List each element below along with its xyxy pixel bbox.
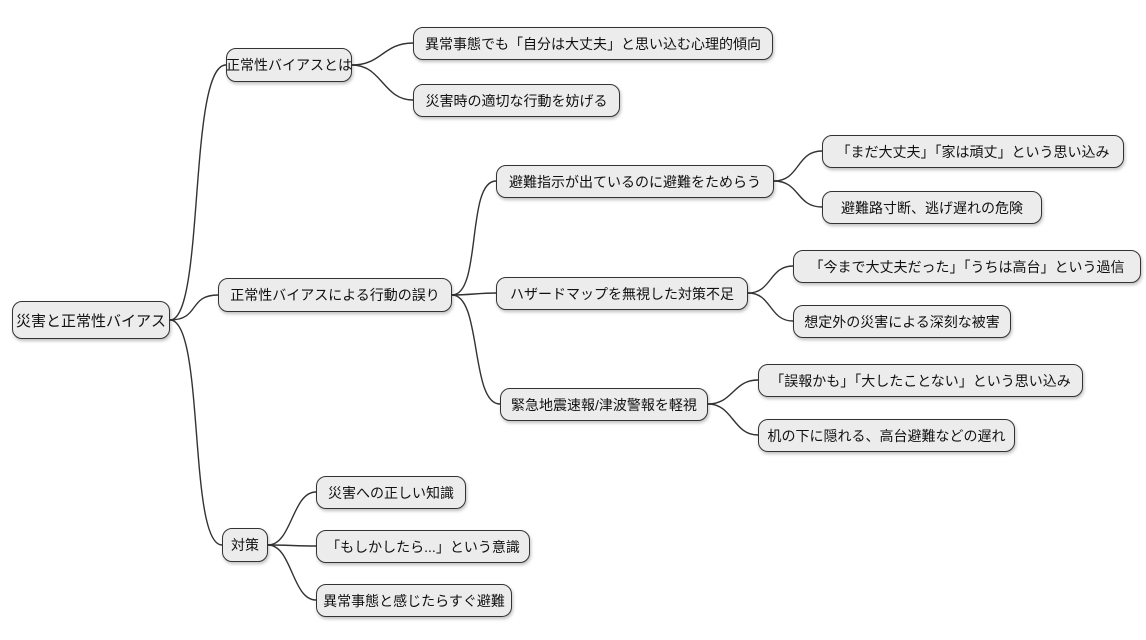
mindmap-node-hesitate-evacuation: 避難指示が出ているのに避難をためらう <box>496 165 774 198</box>
edge-hesitate-to-route-cutoff <box>773 180 823 208</box>
mindmap-node-hinders-action: 災害時の適切な行動を妨げる <box>413 84 620 117</box>
mindmap-node-false-alarm-assumption: 「誤報かも」「大したことない」という思い込み <box>758 364 1083 397</box>
mindmap-node-severe-damage: 想定外の災害による深刻な被害 <box>793 305 1011 338</box>
edge-counter-to-awareness <box>267 544 317 547</box>
edge-definition-to-hinders-action <box>351 64 414 101</box>
mindmap-node-overconfidence: 「今まで大丈夫だった」「うちは高台」という過信 <box>793 250 1141 283</box>
mindmap-node-ignore-hazard-map: ハザードマップを無視した対策不足 <box>496 277 748 310</box>
edge-counter-to-knowledge <box>267 491 317 546</box>
mindmap-node-disregard-alerts: 緊急地震速報/津波警報を軽視 <box>500 388 708 421</box>
edge-errors-to-hazard-map <box>451 292 497 296</box>
edge-counter-to-evacuate <box>267 544 317 601</box>
mindmap-node-definition: 正常性バイアスとは <box>226 48 352 82</box>
edge-root-to-countermeasures <box>169 319 223 546</box>
mindmap-node-escape-route-cutoff: 避難路寸断、逃げ遅れの危険 <box>822 191 1042 224</box>
mindmap-node-root: 災害と正常性バイアス <box>12 301 170 339</box>
edge-hazard-to-overconfidence <box>747 265 794 294</box>
mindmap-node-countermeasures: 対策 <box>222 528 268 562</box>
edge-alerts-to-delay <box>707 403 759 436</box>
edge-errors-to-hesitate-evacuation <box>451 180 497 296</box>
mindmap-node-psych-tendency: 異常事態でも「自分は大丈夫」と思い込む心理的傾向 <box>413 27 773 60</box>
edge-errors-to-alerts <box>451 294 501 405</box>
mindmap-node-still-ok-assumption: 「まだ大丈夫」「家は頑丈」という思い込み <box>822 135 1124 168</box>
edge-hazard-to-severe-damage <box>747 292 794 322</box>
edge-root-to-definition <box>169 64 227 321</box>
edge-definition-to-psych-tendency <box>351 42 414 66</box>
edge-root-to-errors <box>169 294 219 321</box>
edge-hesitate-to-still-ok <box>773 150 823 182</box>
mindmap-node-behavior-errors: 正常性バイアスによる行動の誤り <box>218 278 452 312</box>
mindmap-node-evacuate-immediately: 異常事態と感じたらすぐ避難 <box>316 584 512 617</box>
edge-alerts-to-false-alarm <box>707 379 759 405</box>
mindmap-node-what-if-awareness: 「もしかしたら...」という意識 <box>316 530 530 563</box>
mindmap-node-delayed-protective-action: 机の下に隠れる、高台避難などの遅れ <box>758 419 1015 452</box>
mindmap-node-correct-knowledge: 災害への正しい知識 <box>316 476 466 509</box>
